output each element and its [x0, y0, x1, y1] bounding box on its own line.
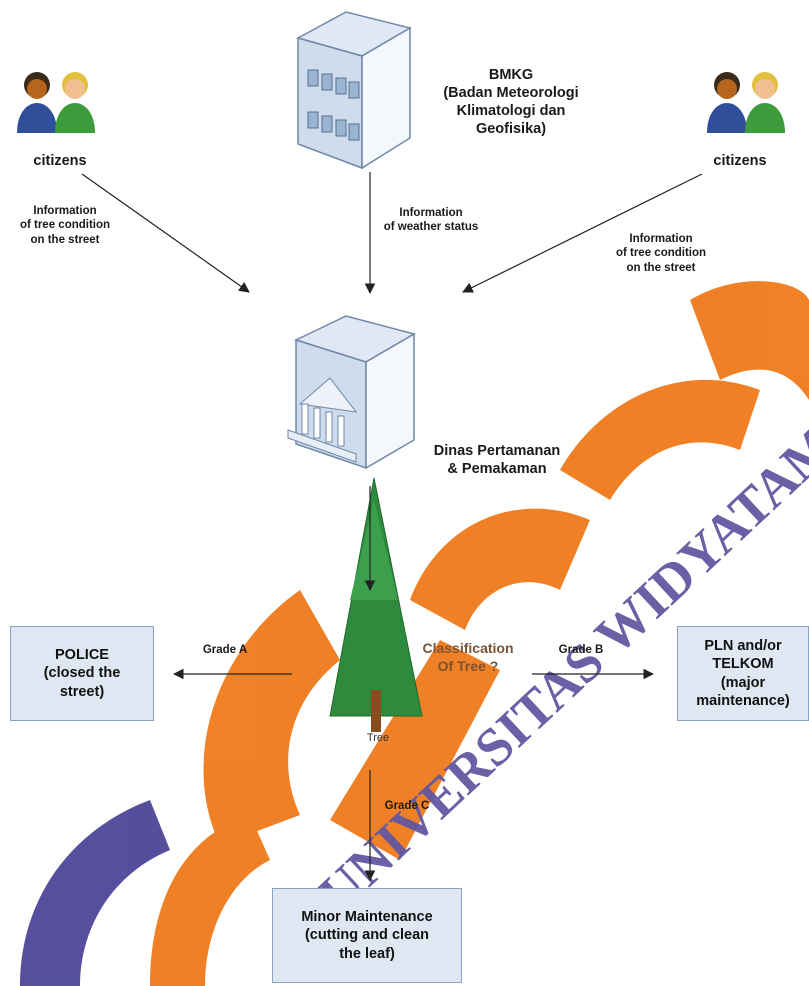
info-bmkg-label: Information of weather status	[383, 207, 479, 234]
classification-label: Classification Of Tree ?	[422, 640, 514, 674]
grade-b-label: Grade B	[558, 644, 604, 656]
dinas-label: Dinas Pertamanan & Pemakaman	[433, 443, 561, 478]
watermark-orange-a1	[410, 508, 590, 630]
police-box: POLICE (closed the street)	[10, 626, 154, 721]
watermark-orange-a2	[690, 281, 809, 400]
arrow-citizens-right-to-dinas	[462, 173, 703, 293]
citizens-right-icon	[707, 72, 785, 133]
watermark-purple-arc	[20, 800, 170, 986]
pln-telkom-box: PLN and/or TELKOM (major maintenance)	[677, 626, 809, 721]
dinas-building-icon	[287, 315, 416, 470]
bmkg-label: BMKG (Badan Meteorologi Klimatologi dan …	[443, 67, 579, 138]
watermark-orange-m	[560, 379, 760, 500]
bmkg-building-icon	[296, 11, 412, 170]
watermark-orange-u	[203, 590, 340, 845]
grade-c-label: Grade C	[384, 800, 430, 812]
tree-label: Tree	[366, 732, 390, 744]
minor-maintenance-box: Minor Maintenance (cutting and clean the…	[272, 888, 462, 983]
citizens-right-label: citizens	[713, 153, 767, 169]
arrow-citizens-left-to-dinas	[81, 173, 250, 293]
info-citizens-right-label: Information of tree condition on the str…	[615, 233, 707, 274]
grade-a-label: Grade A	[202, 644, 248, 656]
info-citizens-left-label: Information of tree condition on the str…	[19, 205, 111, 246]
watermark-orange-stroke	[330, 640, 500, 860]
tree-icon	[329, 477, 423, 732]
watermark-orange-arc	[150, 815, 270, 986]
citizens-left-label: citizens	[33, 153, 87, 169]
citizens-left-icon	[17, 72, 95, 133]
